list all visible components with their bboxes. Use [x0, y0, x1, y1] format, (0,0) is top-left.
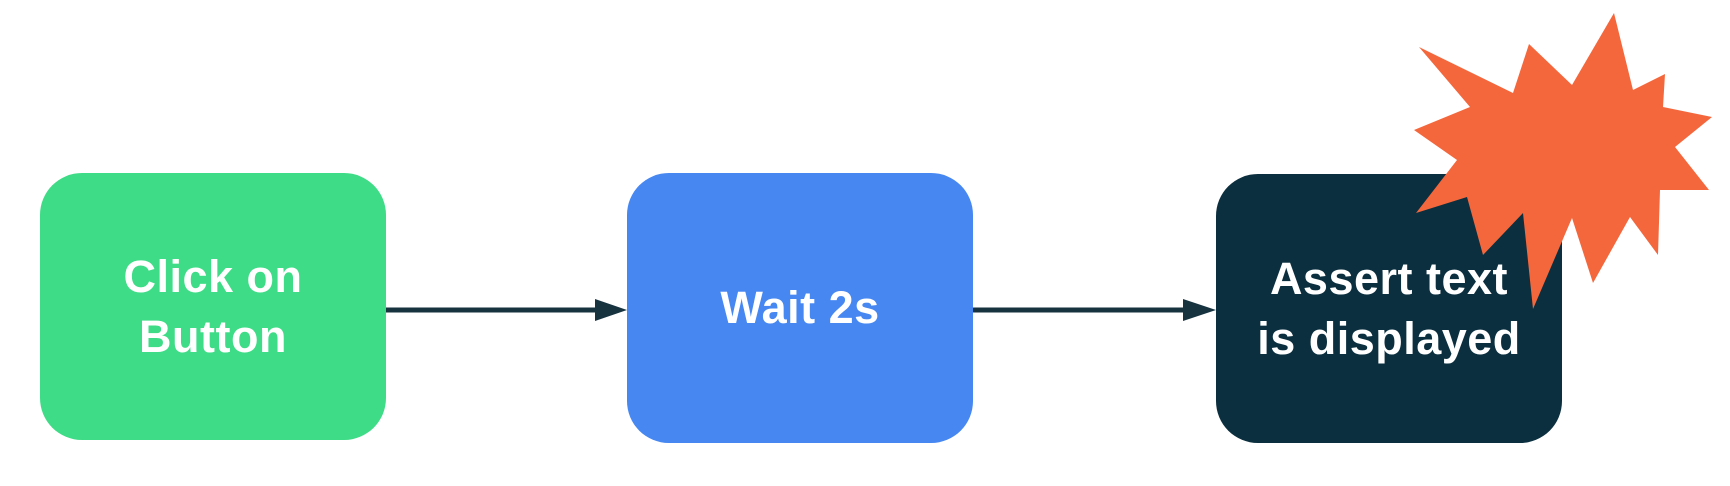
node-click-on-button-label: Click on Button: [123, 250, 303, 362]
node-assert-text-displayed-label: Assert text is displayed: [1257, 252, 1521, 364]
starburst-shape: [1414, 13, 1712, 309]
connector-arrow-2: [973, 299, 1216, 321]
node-wait-2s-label: Wait 2s: [720, 282, 880, 333]
arrow-head-icon: [595, 299, 627, 321]
connector-arrow-1: [386, 299, 627, 321]
arrow-head-icon: [1183, 299, 1216, 321]
node-click-on-button: Click on Button: [40, 173, 386, 440]
explosion-starburst-icon: [1414, 13, 1712, 309]
node-wait-2s: Wait 2s: [627, 173, 973, 443]
